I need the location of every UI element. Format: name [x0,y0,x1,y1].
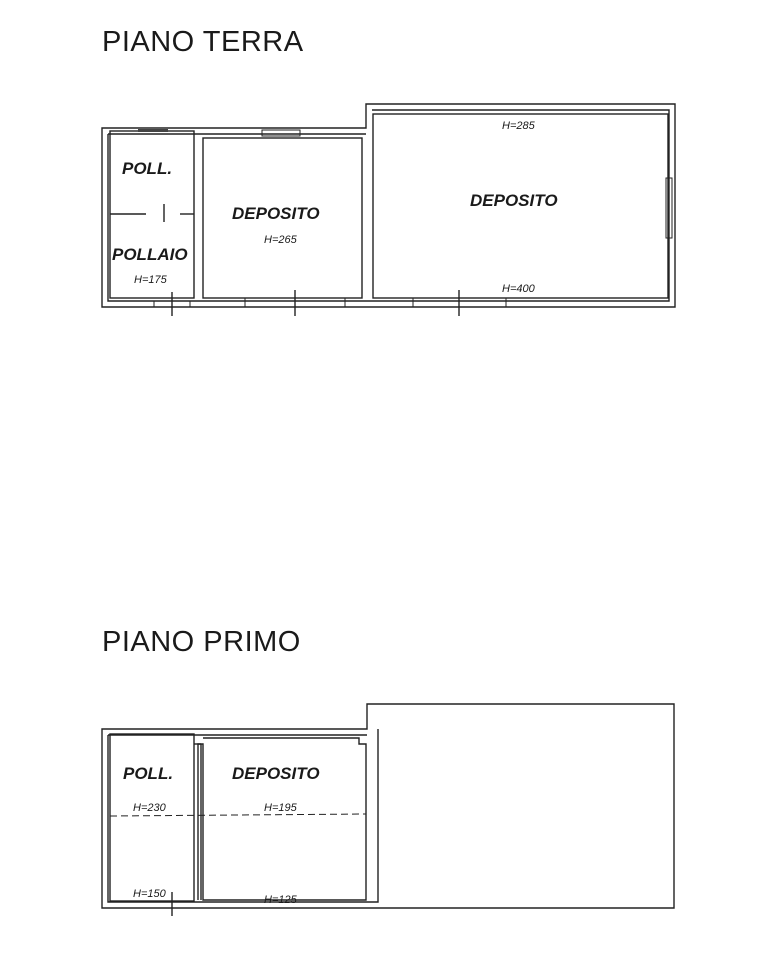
first-floor-plan: POLL. H=230 H=150 DEPOSITO H=195 H=125 [101,703,675,916]
ground-floor-inner-outline [107,109,670,302]
room-height-deposito-1: H=265 [264,234,298,246]
room-height-top-deposito-2: H=285 [502,120,536,132]
room-poll-first-walls [109,733,201,902]
room-height-bottom-deposito-2: H=400 [502,283,536,295]
room-label-deposito-1: DEPOSITO [232,204,320,223]
room-height-top-poll-first: H=230 [133,802,167,814]
ground-floor-title: PIANO TERRA [102,26,304,58]
room-height-pollaio: H=175 [134,274,168,286]
room-label-poll-first: POLL. [123,764,173,783]
room-height-bottom-poll-first: H=150 [133,888,167,900]
room-label-deposito-2: DEPOSITO [470,191,558,210]
room-height-top-deposito-first: H=195 [264,802,298,814]
ground-floor-outer-wall [101,103,676,308]
room-label-pollaio: POLLAIO [112,245,188,264]
first-floor-title: PIANO PRIMO [102,626,301,658]
section-line [109,813,367,817]
room-height-bottom-deposito-first: H=125 [264,894,298,906]
room-label-deposito-first: DEPOSITO [232,764,320,783]
first-floor-inner-outline [107,729,379,903]
room-deposito-first-walls [197,737,367,901]
ground-floor-plan: POLL. POLLAIO H=175 DEPOSITO H=265 H=285… [101,103,676,316]
room-deposito-1-walls [202,129,363,316]
room-deposito-2-walls [372,113,673,316]
room-label-poll: POLL. [122,159,172,178]
first-floor-outer-wall [101,703,675,909]
room-pollaio-walls [109,129,195,299]
